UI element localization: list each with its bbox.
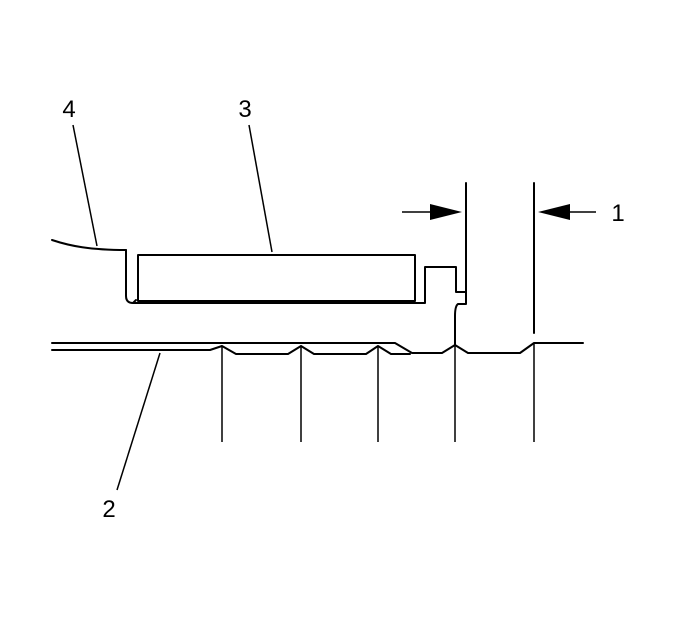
leader-line-4 — [72, 124, 98, 247]
callout-label-4: 4 — [62, 96, 75, 123]
part-2-shaft-upper-edge — [51, 342, 584, 354]
housing-inner-wall — [454, 182, 467, 346]
dimension-arrow-left-head — [430, 204, 462, 220]
dimension-arrow-right-head — [538, 204, 570, 220]
part-4-housing-curve — [51, 239, 127, 251]
part-3-block — [137, 254, 416, 302]
part-4-retainer-inner-step — [132, 299, 137, 304]
part-2-shaft-lower-edge — [51, 345, 411, 355]
leader-line-3 — [248, 124, 273, 253]
part-4-retainer-outline — [125, 249, 467, 304]
leader-line-2 — [116, 352, 161, 491]
callout-label-2: 2 — [102, 496, 115, 523]
callout-label-3: 3 — [238, 96, 251, 123]
callout-label-1: 1 — [611, 200, 624, 227]
